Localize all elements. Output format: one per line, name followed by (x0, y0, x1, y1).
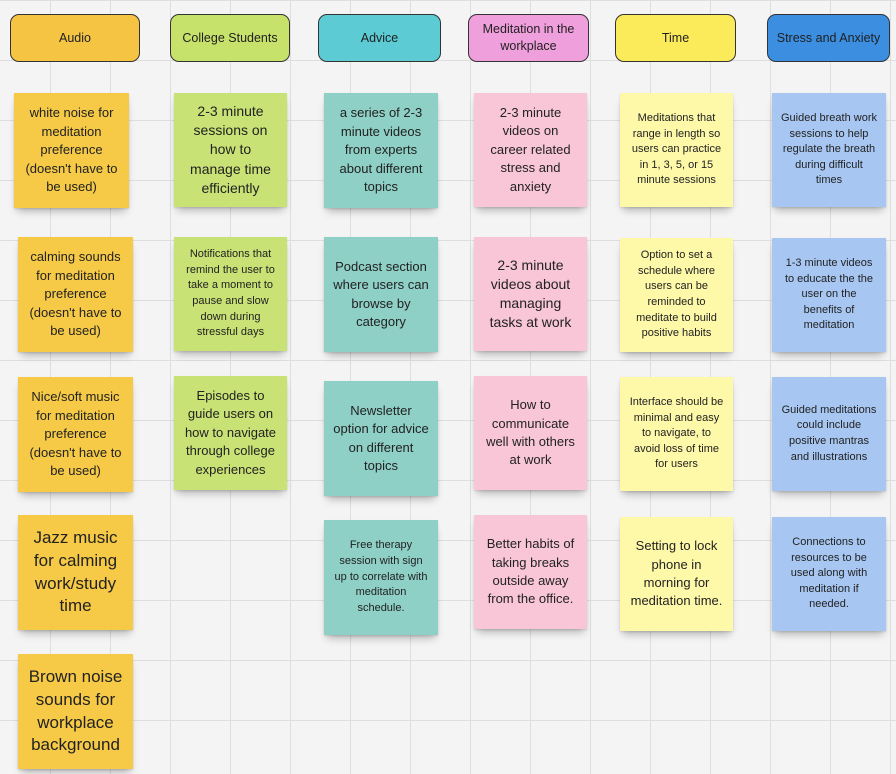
header-advice[interactable]: Advice (318, 14, 441, 62)
header-time[interactable]: Time (615, 14, 736, 62)
note-text: Notifications that remind the user to ta… (186, 248, 275, 339)
note-text: Guided breath work sessions to help regu… (781, 111, 877, 187)
note-text: Interface should be minimal and easy to … (629, 395, 724, 471)
sticky-note[interactable]: Meditations that range in length so user… (620, 93, 733, 207)
header-label: Audio (59, 30, 91, 45)
sticky-note[interactable]: 2-3 minute videos on career related stre… (474, 93, 587, 207)
note-text: Option to set a schedule where users can… (636, 249, 717, 340)
note-text: 1-3 minute videos to educate the the use… (784, 256, 874, 332)
note-text: 2-3 minute videos about managing tasks a… (489, 256, 572, 331)
note-text: Newsletter option for advice on differen… (333, 402, 429, 473)
sticky-note[interactable]: Jazz music for calming work/study time (18, 515, 133, 630)
note-text: 2-3 minute videos on career related stre… (490, 104, 571, 194)
note-text: a series of 2-3 minute videos from exper… (339, 105, 423, 195)
sticky-note[interactable]: Option to set a schedule where users can… (620, 238, 733, 352)
note-text: Brown noise sounds for workplace backgro… (28, 667, 123, 755)
note-text: 2-3 minute sessions on how to manage tim… (190, 103, 271, 196)
sticky-note[interactable]: Episodes to guide users on how to naviga… (174, 376, 287, 490)
header-audio[interactable]: Audio (10, 14, 140, 62)
header-meditation-workplace[interactable]: Meditation in the workplace (468, 14, 589, 62)
header-stress-anxiety[interactable]: Stress and Anxiety (767, 14, 890, 62)
note-text: Guided meditations could include positiv… (781, 403, 877, 463)
note-text: How to communicate well with others at w… (486, 397, 575, 468)
note-text: Free therapy session with sign up to cor… (334, 539, 428, 614)
header-label: College Students (182, 30, 278, 45)
sticky-note[interactable]: Interface should be minimal and easy to … (620, 377, 733, 491)
sticky-note[interactable]: Brown noise sounds for workplace backgro… (18, 654, 133, 769)
note-text: Meditations that range in length so user… (631, 111, 722, 187)
header-label: Time (661, 30, 690, 45)
note-text: Podcast section where users can browse b… (333, 258, 429, 329)
note-text: calming sounds for meditation preference… (29, 249, 122, 339)
header-label: Meditation in the workplace (482, 22, 575, 53)
sticky-note[interactable]: 2-3 minute sessions on how to manage tim… (174, 93, 287, 207)
sticky-note[interactable]: a series of 2-3 minute videos from exper… (324, 93, 438, 208)
sticky-note[interactable]: How to communicate well with others at w… (474, 376, 587, 490)
sticky-note[interactable]: Connections to resources to be used alon… (772, 517, 886, 631)
sticky-note[interactable]: 1-3 minute videos to educate the the use… (772, 238, 886, 352)
note-text: Better habits of taking breaks outside a… (486, 536, 575, 607)
sticky-note[interactable]: Guided breath work sessions to help regu… (772, 93, 886, 207)
sticky-note[interactable]: calming sounds for meditation preference… (18, 237, 133, 352)
note-text: Setting to lock phone in morning for med… (630, 538, 723, 609)
sticky-note[interactable]: 2-3 minute videos about managing tasks a… (474, 237, 587, 351)
header-label: Advice (360, 30, 399, 45)
sticky-note[interactable]: Notifications that remind the user to ta… (174, 237, 287, 351)
sticky-note[interactable]: Better habits of taking breaks outside a… (474, 515, 587, 629)
note-text: Episodes to guide users on how to naviga… (184, 387, 277, 477)
header-college-students[interactable]: College Students (170, 14, 290, 62)
sticky-note[interactable]: white noise for meditation preference (d… (14, 93, 129, 208)
note-text: white noise for meditation preference (d… (25, 105, 118, 195)
header-label: Stress and Anxiety (776, 30, 881, 45)
sticky-note[interactable]: Setting to lock phone in morning for med… (620, 517, 733, 631)
note-text: Connections to resources to be used alon… (790, 535, 868, 611)
sticky-note[interactable]: Free therapy session with sign up to cor… (324, 520, 438, 635)
note-text: Jazz music for calming work/study time (33, 528, 118, 616)
sticky-note[interactable]: Guided meditations could include positiv… (772, 377, 886, 491)
sticky-note[interactable]: Newsletter option for advice on differen… (324, 381, 438, 496)
sticky-note[interactable]: Nice/soft music for meditation preferenc… (18, 377, 133, 492)
sticky-note[interactable]: Podcast section where users can browse b… (324, 237, 438, 352)
note-text: Nice/soft music for meditation preferenc… (29, 389, 122, 479)
